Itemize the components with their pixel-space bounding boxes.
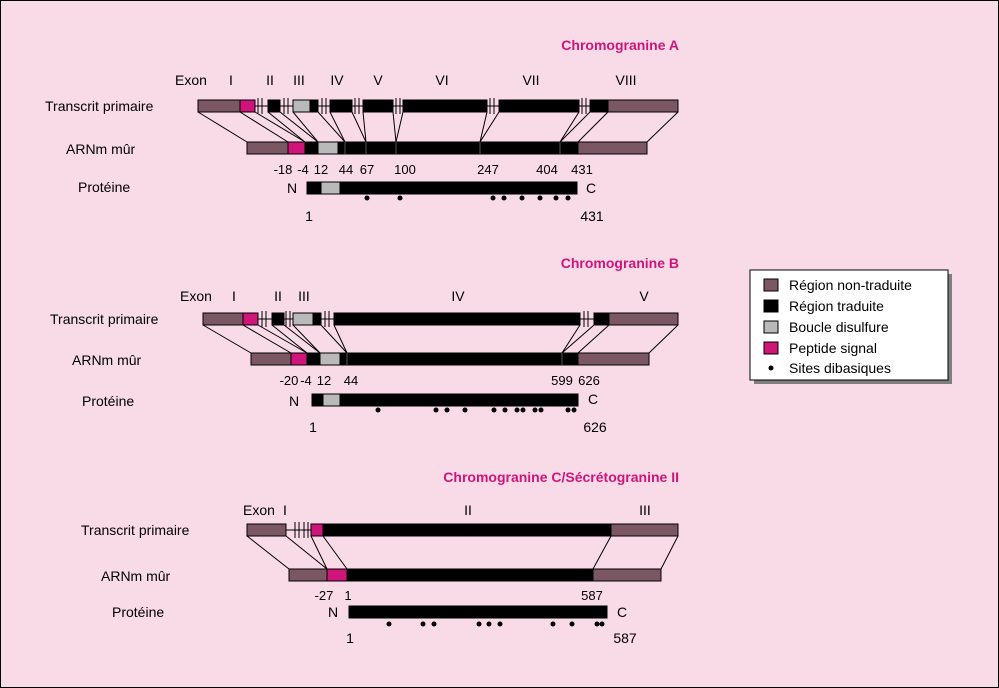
panel-b-primary-transcript <box>202 312 679 326</box>
panel-chromogranin-b: Chromogranine B Exon I II III IV V Trans… <box>50 255 679 435</box>
panel-b-pos-4: 44 <box>344 373 358 388</box>
panel-a-transcript-label: Transcrit primaire <box>45 98 154 114</box>
panel-c-primary-transcript <box>246 523 679 537</box>
panel-a-pos-6: 100 <box>394 162 416 177</box>
legend-swatch-disulfide <box>763 320 779 334</box>
panel-c-splice-connectors <box>246 535 679 570</box>
panel-a-exon-1: I <box>229 72 233 88</box>
panel-c-intron-breaks <box>294 522 309 538</box>
panel-b-pos-3: 12 <box>317 373 331 388</box>
legend-dot-dibasic <box>768 365 774 371</box>
panel-a-position-labels: -18 -4 12 44 67 100 247 404 431 <box>274 162 593 177</box>
panel-a-protein-label: Protéine <box>78 179 130 195</box>
panel-a-pos-3: 12 <box>314 162 328 177</box>
legend-label-signal: Peptide signal <box>789 340 877 356</box>
panel-a-primary-transcript <box>197 99 679 113</box>
legend-swatch-signal <box>763 341 779 355</box>
panel-b-transcript-label: Transcrit primaire <box>50 311 159 327</box>
panel-c-exon-2: II <box>464 502 472 518</box>
legend-label-untranslated: Région non-traduite <box>789 277 912 293</box>
panel-a-pos-8: 404 <box>536 162 558 177</box>
panel-a-dibasic-sites <box>364 195 571 201</box>
panel-a-mature-mrna <box>246 141 648 155</box>
panel-b-splice-connectors <box>202 324 679 354</box>
panel-a-intron-breaks <box>257 98 587 114</box>
panel-b-protein-end: 626 <box>583 419 607 435</box>
panel-c-exon-1: I <box>283 502 287 518</box>
panel-b-protein-start: 1 <box>309 419 317 435</box>
panel-c-position-labels: -27 1 587 <box>315 588 603 603</box>
panel-b-exon-2: II <box>274 288 282 304</box>
panel-a-exon-label: Exon <box>175 72 207 88</box>
legend-label-translated: Région traduite <box>789 298 884 314</box>
panel-c-title: Chromogranine C/Sécrétogranine II <box>443 469 679 485</box>
legend-swatch-untranslated <box>763 278 779 292</box>
panel-chromogranin-a: Chromogranine A Exon I II III IV V VI VI… <box>45 37 679 224</box>
panel-a-pos-7: 247 <box>477 162 499 177</box>
panel-a-splice-connectors <box>197 111 679 143</box>
panel-b-title: Chromogranine B <box>561 255 679 271</box>
panel-a-protein-bar <box>306 181 578 195</box>
panel-b-protein-label: Protéine <box>82 393 134 409</box>
panel-b-pos-1: -20 <box>280 373 299 388</box>
panel-c-c-terminus: C <box>617 604 627 620</box>
panel-c-mrna-label: ARNm mûr <box>101 568 171 584</box>
panel-b-mature-mrna <box>250 352 650 366</box>
legend-label-disulfide: Boucle disulfure <box>789 319 889 335</box>
panel-b-pos-2: -4 <box>300 373 312 388</box>
panel-a-pos-2: -4 <box>297 162 309 177</box>
legend: Région non-traduite Région traduite Bouc… <box>749 269 952 384</box>
panel-c-pos-1: -27 <box>315 588 334 603</box>
panel-a-title: Chromogranine A <box>561 37 679 53</box>
panel-a-exon-8: VIII <box>615 72 636 88</box>
panel-c-pos-3: 587 <box>581 588 603 603</box>
panel-b-pos-5: 599 <box>551 373 573 388</box>
legend-label-dibasic: Sites dibasiques <box>789 360 891 376</box>
panel-a-pos-9: 431 <box>571 162 593 177</box>
panel-b-protein-bar <box>311 393 579 407</box>
panel-a-pos-4: 44 <box>339 162 353 177</box>
panel-c-protein-start: 1 <box>346 630 354 646</box>
panel-c-protein-bar <box>348 605 608 619</box>
panel-c-transcript-label: Transcrit primaire <box>81 522 190 538</box>
panel-a-exon-5: V <box>373 72 383 88</box>
panel-a-pos-1: -18 <box>274 162 293 177</box>
panel-b-exon-1: I <box>232 288 236 304</box>
panel-b-pos-6: 626 <box>578 373 600 388</box>
panel-b-n-terminus: N <box>289 393 299 409</box>
panel-b-c-terminus: C <box>588 391 598 407</box>
panel-b-exon-4: IV <box>451 288 465 304</box>
panel-a-exon-4: IV <box>330 72 344 88</box>
panel-b-mrna-label: ARNm mûr <box>72 352 142 368</box>
legend-swatch-translated <box>763 299 779 313</box>
panel-c-pos-2: 1 <box>344 588 351 603</box>
panel-a-exon-2: II <box>266 72 274 88</box>
panel-b-dibasic-sites <box>375 407 577 413</box>
panel-c-protein-label: Protéine <box>112 604 164 620</box>
panel-chromogranin-c: Chromogranine C/Sécrétogranine II Exon I… <box>81 469 679 646</box>
panel-c-dibasic-sites <box>386 621 605 627</box>
panel-a-protein-end: 431 <box>580 208 604 224</box>
panel-b-exon-label: Exon <box>180 288 212 304</box>
panel-a-n-terminus: N <box>287 180 297 196</box>
panel-b-intron-breaks <box>261 311 589 327</box>
panel-c-mature-mrna <box>288 568 662 582</box>
panel-c-exon-3: III <box>639 502 651 518</box>
panel-a-protein-start: 1 <box>305 208 313 224</box>
panel-a-exon-7: VII <box>522 72 539 88</box>
panel-b-position-labels: -20 -4 12 44 599 626 <box>280 373 600 388</box>
panel-c-exon-label: Exon <box>243 502 275 518</box>
panel-a-exon-6: VI <box>435 72 448 88</box>
panel-b-exon-3: III <box>298 288 310 304</box>
panel-c-n-terminus: N <box>328 604 338 620</box>
panel-a-exon-3: III <box>293 72 305 88</box>
panel-a-pos-5: 67 <box>360 162 374 177</box>
panel-c-protein-end: 587 <box>613 630 637 646</box>
panel-a-c-terminus: C <box>586 180 596 196</box>
panel-b-exon-5: V <box>639 288 649 304</box>
panel-a-mrna-label: ARNm mûr <box>66 141 136 157</box>
legend-box <box>749 269 949 381</box>
